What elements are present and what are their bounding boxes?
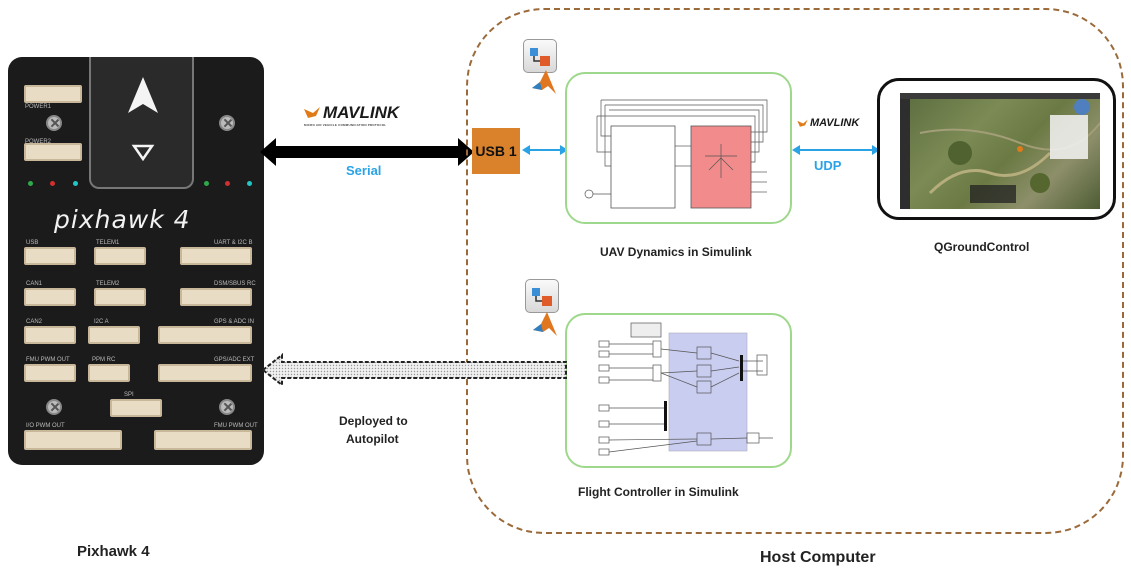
port-label-usb: USB xyxy=(26,240,39,246)
port-label-io-pwm: I/O PWM OUT xyxy=(26,423,65,429)
led-green xyxy=(28,181,33,186)
port-label-power2: POWER2 xyxy=(25,139,52,145)
deploy-arrow xyxy=(261,352,567,388)
port-label-uart: UART & I2C B xyxy=(214,240,253,246)
port-spi xyxy=(110,399,162,417)
arrow-down-icon xyxy=(131,144,155,161)
port-label-spi: SPI xyxy=(124,392,134,398)
mavlink-text: MAVLINK xyxy=(810,117,860,129)
port-label-can2: CAN2 xyxy=(26,319,43,325)
usb-port: USB 1 xyxy=(472,128,520,174)
port-label-ppm: PPM RC xyxy=(92,357,116,363)
port-fmu-out xyxy=(24,364,76,382)
mavlink-bird-icon xyxy=(797,119,808,127)
port-dsm-sbus-rc xyxy=(180,288,252,306)
pixhawk-logo: pixhawk 4 xyxy=(54,205,191,234)
port-fmu-pwm-out xyxy=(154,430,252,450)
led-red xyxy=(50,181,55,186)
flight-controller-caption: Flight Controller in Simulink xyxy=(578,485,739,499)
host-computer-boundary xyxy=(466,8,1124,534)
simulink-block-icon xyxy=(523,39,557,73)
mavlink-logo-serial: MAVLINK MICRO AIR VEHICLE COMMUNICATION … xyxy=(304,103,399,127)
matlab-logo-icon xyxy=(532,70,556,94)
port-io-pwm-out xyxy=(24,430,122,450)
serial-arrow xyxy=(260,138,474,166)
led-green xyxy=(204,181,209,186)
qgc-map xyxy=(900,93,1100,209)
uav-dynamics-caption: UAV Dynamics in Simulink xyxy=(600,245,752,259)
port-label-gps-ext: GPS/ADC EXT xyxy=(214,357,255,363)
led-red xyxy=(225,181,230,186)
matlab-logo-icon xyxy=(533,312,557,336)
udp-link-arrow xyxy=(792,145,880,155)
mavlink-text: MAVLINK xyxy=(323,103,400,122)
led-cyan xyxy=(247,181,252,186)
mavlink-logo-udp: MAVLINK xyxy=(797,117,859,129)
serial-label: Serial xyxy=(346,163,382,178)
port-usb xyxy=(24,247,76,265)
port-label-telem2: TELEM2 xyxy=(96,281,120,287)
pixhawk-caption: Pixhawk 4 xyxy=(77,543,150,560)
usb-link-arrow xyxy=(522,145,568,155)
udp-label: UDP xyxy=(814,158,842,173)
qgc-caption: QGroundControl xyxy=(934,240,1030,254)
port-label-fmu-pwm: FMU PWM OUT xyxy=(214,423,258,429)
qgc-map-overlay xyxy=(900,93,1100,209)
mavlink-bird-icon xyxy=(304,107,320,118)
led-cyan xyxy=(73,181,78,186)
port-label-dsm: DSM/SBUS RC xyxy=(214,281,256,287)
screw-icon xyxy=(46,399,62,415)
screw-icon xyxy=(219,115,235,131)
deploy-label-line1: Deployed to xyxy=(339,414,408,428)
port-label-can1: CAN1 xyxy=(26,281,43,287)
port-can1 xyxy=(24,288,76,306)
screw-icon xyxy=(46,115,62,131)
port-label-fmu-out: FMU PWM OUT xyxy=(26,357,70,363)
deploy-label-line2: Autopilot xyxy=(346,432,399,446)
arrow-up-icon xyxy=(128,77,158,113)
mavlink-subtitle: MICRO AIR VEHICLE COMMUNICATION PROTOCOL xyxy=(304,123,387,127)
port-telem1 xyxy=(94,247,146,265)
port-label-gps: GPS & ADC IN xyxy=(214,319,255,325)
port-ppm-rc xyxy=(88,364,130,382)
fc-simulink-diagram xyxy=(598,322,773,456)
port-label-power1: POWER1 xyxy=(25,104,52,110)
screw-icon xyxy=(219,399,235,415)
port-power1 xyxy=(24,85,82,103)
uav-dynamics-model xyxy=(565,72,792,224)
port-gps-adc-in xyxy=(158,326,252,344)
port-gps-adc-ext xyxy=(158,364,252,382)
uav-simulink-diagram xyxy=(584,99,768,209)
port-uart-i2c-b xyxy=(180,247,252,265)
pixhawk-top-panel xyxy=(89,57,194,189)
simulink-block-icon xyxy=(525,279,559,313)
port-power2 xyxy=(24,143,82,161)
flight-controller-model xyxy=(565,313,792,468)
pixhawk-board: POWER1 POWER2 pixhawk 4 USB TELEM1 UART … xyxy=(8,57,264,465)
port-i2c-a xyxy=(88,326,140,344)
port-telem2 xyxy=(94,288,146,306)
port-can2 xyxy=(24,326,76,344)
qgroundcontrol-screen xyxy=(877,78,1116,220)
port-label-i2c-a: I2C A xyxy=(94,319,109,325)
host-caption: Host Computer xyxy=(760,549,876,566)
port-label-telem1: TELEM1 xyxy=(96,240,120,246)
